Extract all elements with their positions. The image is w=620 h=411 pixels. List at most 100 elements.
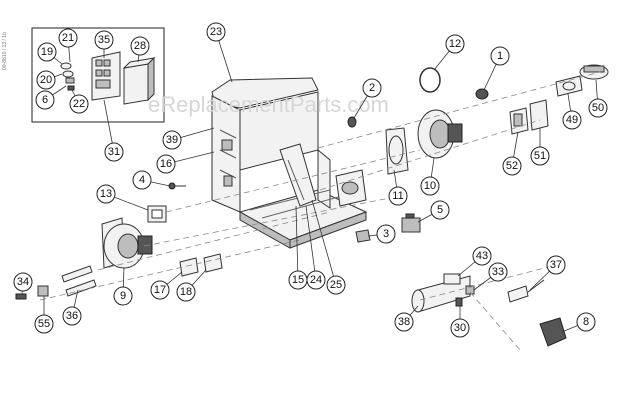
- callout-5: 5: [430, 200, 450, 220]
- callout-circle: [113, 286, 133, 306]
- callout-17: 17: [150, 280, 170, 300]
- callout-circle: [162, 130, 182, 150]
- wire-harness-37: [507, 279, 545, 303]
- side-code: 00-8810 / 13 / 1b: [2, 32, 8, 70]
- callout-number: 9: [120, 290, 126, 302]
- callout-circle: [58, 28, 78, 48]
- callout-number: 16: [160, 158, 172, 170]
- callout-number: 12: [449, 38, 461, 50]
- callout-number: 8: [583, 316, 589, 328]
- callout-number: 52: [506, 160, 518, 172]
- leader-line-25: [311, 199, 337, 286]
- callout-number: 36: [66, 310, 78, 322]
- callout-circle: [576, 312, 596, 332]
- callout-circle: [34, 314, 54, 334]
- callout-number: 19: [41, 46, 53, 58]
- callout-number: 5: [437, 204, 443, 216]
- plate-51: [529, 99, 549, 131]
- inset-small-parts: [60, 62, 75, 91]
- callout-22: 22: [69, 94, 89, 114]
- callout-24: 24: [306, 270, 326, 290]
- callout-25: 25: [326, 275, 346, 295]
- callout-circle: [490, 46, 510, 66]
- screw-4: [168, 182, 186, 190]
- callout-number: 30: [454, 322, 466, 334]
- callout-28: 28: [130, 36, 150, 56]
- callout-circle: [326, 275, 346, 295]
- callout-circle: [430, 200, 450, 220]
- callout-circle: [488, 262, 508, 282]
- callout-number: 33: [492, 266, 504, 278]
- callout-number: 17: [154, 284, 166, 296]
- callout-circle: [36, 70, 56, 90]
- callout-3: 3: [376, 224, 396, 244]
- callout-circle: [362, 78, 382, 98]
- inset-box: [31, 27, 165, 123]
- callout-circle: [394, 312, 414, 332]
- callout-number: 4: [139, 174, 145, 186]
- callout-20: 20: [36, 70, 56, 90]
- callout-number: 15: [292, 274, 304, 286]
- callout-number: 35: [98, 34, 110, 46]
- callout-circle: [472, 246, 492, 266]
- callout-50: 50: [588, 98, 608, 118]
- callout-number: 22: [73, 98, 85, 110]
- callout-18: 18: [176, 282, 196, 302]
- callout-number: 37: [550, 259, 562, 271]
- callout-number: 20: [40, 74, 52, 86]
- callout-number: 18: [180, 286, 192, 298]
- callout-circle: [13, 272, 33, 292]
- callout-number: 2: [369, 82, 375, 94]
- callout-33: 33: [488, 262, 508, 282]
- callout-circle: [450, 318, 470, 338]
- control-board-assembly: [91, 51, 121, 101]
- leader-line-24: [305, 205, 317, 281]
- callout-circle: [420, 176, 440, 196]
- callout-number: 28: [134, 40, 146, 52]
- callout-number: 10: [424, 180, 436, 192]
- watermark: eReplacementParts.com: [148, 92, 389, 117]
- screw-2: [347, 116, 357, 128]
- callout-49: 49: [562, 110, 582, 130]
- callout-circle: [176, 282, 196, 302]
- callout-circle: [37, 42, 57, 62]
- callout-30: 30: [450, 318, 470, 338]
- callout-circle: [96, 184, 116, 204]
- callout-circle: [62, 306, 82, 326]
- callout-circle: [132, 170, 152, 190]
- burner-box: [335, 169, 367, 207]
- callout-number: 55: [38, 318, 50, 330]
- callout-19: 19: [37, 42, 57, 62]
- bracket-18: [203, 253, 223, 273]
- callout-10: 10: [420, 176, 440, 196]
- callout-number: 51: [534, 150, 546, 162]
- leader-line-15: [295, 205, 299, 281]
- callout-circle: [156, 154, 176, 174]
- flange-49: [555, 75, 583, 97]
- gasket-13: [147, 205, 167, 223]
- clip-55: [37, 285, 49, 297]
- callout-1: 1: [490, 46, 510, 66]
- callout-circle: [306, 270, 326, 290]
- heat-exchanger-tube: [279, 143, 317, 207]
- pressure-switch: [475, 88, 489, 100]
- vent-pipe-38: [411, 275, 471, 313]
- callout-circle: [206, 22, 226, 42]
- explosion-lines: [39, 71, 601, 351]
- o-ring: [419, 67, 441, 93]
- callout-number: 38: [398, 316, 410, 328]
- callout-35: 35: [94, 30, 114, 50]
- elbow-8: [539, 317, 567, 347]
- callout-16: 16: [156, 154, 176, 174]
- callout-circle: [94, 30, 114, 50]
- callout-circle: [104, 142, 124, 162]
- callout-circle: [546, 255, 566, 275]
- callout-number: 24: [310, 274, 322, 286]
- callout-circle: [130, 36, 150, 56]
- callout-number: 6: [42, 94, 48, 106]
- gasket-52: [509, 107, 529, 135]
- callout-4: 4: [132, 170, 152, 190]
- callout-number: 49: [566, 114, 578, 126]
- vent-cap-50: [579, 64, 609, 80]
